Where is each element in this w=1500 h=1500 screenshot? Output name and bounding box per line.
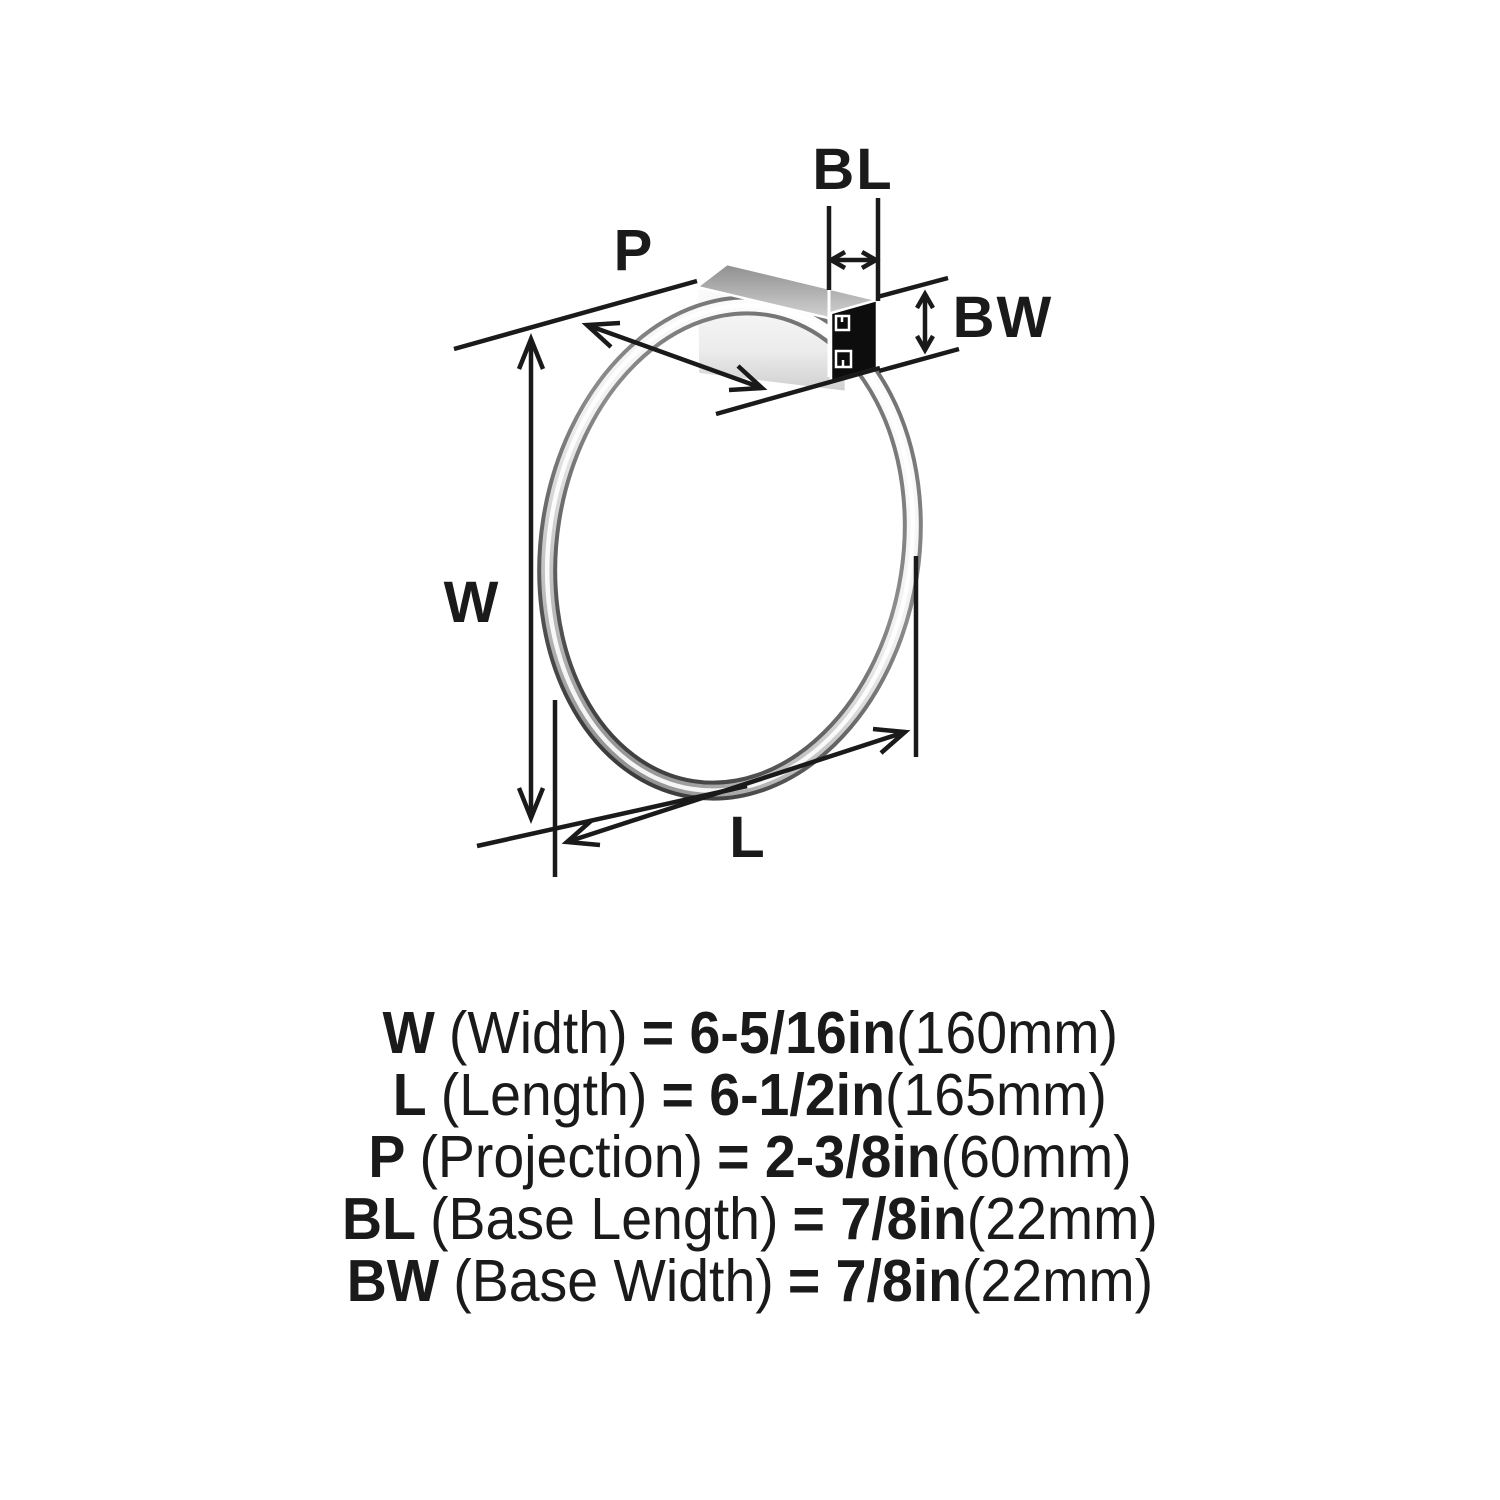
spec-line-length: L (Length) = 6-1/2in (165mm) <box>393 1064 1107 1126</box>
l-arrow-left-icon <box>561 818 601 848</box>
spec-metric: (22mm) <box>962 1248 1154 1314</box>
p-front-extension-line <box>715 365 881 417</box>
spec-metric: (22mm) <box>966 1186 1158 1252</box>
spec-value: = 7/8in <box>787 1248 963 1314</box>
spec-desc: (Projection) <box>419 1124 704 1190</box>
spec-metric: (165mm) <box>885 1062 1108 1128</box>
spec-desc: (Base Width) <box>453 1248 774 1314</box>
spec-value: = 2-3/8in <box>717 1124 941 1190</box>
w-arrow-down-icon <box>516 787 546 825</box>
towel-ring-diagram: P W L BL BW <box>444 137 1054 877</box>
bw-arrow-down-icon <box>915 334 935 355</box>
spec-value-group: = 6-1/2in (165mm) <box>662 1064 1107 1126</box>
mounting-holes-icon <box>834 314 853 369</box>
spec-value: = 7/8in <box>792 1186 967 1252</box>
spec-metric: (160mm) <box>895 1000 1118 1066</box>
spec-metric: (60mm) <box>940 1124 1132 1190</box>
spec-value-group: = 6-5/16in (160mm) <box>642 1002 1118 1064</box>
spec-value-group: = 2-3/8in (60mm) <box>717 1126 1132 1188</box>
label-projection: P <box>614 218 655 283</box>
spec-abbr: L <box>392 1062 427 1128</box>
bl-arrow-left-icon <box>826 250 847 270</box>
towel-ring <box>537 295 923 801</box>
bw-bottom-extension-line <box>878 346 960 374</box>
spec-value: = 6-5/16in <box>641 1000 896 1066</box>
spec-line-projection: P (Projection) = 2-3/8in (60mm) <box>368 1126 1131 1188</box>
bw-top-extension-line <box>876 275 949 300</box>
spec-value-group: = 7/8in (22mm) <box>793 1188 1158 1250</box>
label-length: L <box>729 805 766 870</box>
label-base-length: BL <box>812 137 893 202</box>
l-arrow-right-icon <box>872 726 911 755</box>
p-arrow-upleft-icon <box>581 320 621 349</box>
spec-abbr: BL <box>342 1186 417 1252</box>
spec-line-base-length: BL (Base Length) = 7/8in (22mm) <box>342 1188 1158 1250</box>
spec-value-group: = 7/8in (22mm) <box>788 1250 1153 1312</box>
bl-arrow-right-icon <box>860 250 881 270</box>
bw-arrow-up-icon <box>915 289 935 310</box>
label-width: W <box>444 570 501 635</box>
p-arrow-downright-icon <box>728 364 768 393</box>
dimension-spec-list: W (Width) = 6-5/16in (160mm) L (Length) … <box>0 1002 1500 1312</box>
ring-tube-highlight <box>544 303 916 793</box>
dimension-lines <box>453 198 960 877</box>
spec-desc: (Base Length) <box>430 1186 779 1252</box>
spec-abbr: W <box>382 1000 435 1066</box>
p-dimension-line <box>586 322 763 391</box>
l-dimension-line <box>566 729 906 845</box>
wall-extension-line <box>453 278 698 352</box>
spec-abbr: BW <box>346 1248 440 1314</box>
spec-line-base-width: BW (Base Width) = 7/8in (22mm) <box>347 1250 1153 1312</box>
spec-value: = 6-1/2in <box>661 1062 886 1128</box>
w-arrow-up-icon <box>516 332 546 370</box>
spec-desc: (Length) <box>440 1062 648 1128</box>
spec-abbr: P <box>368 1124 406 1190</box>
spec-line-width: W (Width) = 6-5/16in (160mm) <box>382 1002 1117 1064</box>
label-base-width: BW <box>953 285 1054 350</box>
spec-desc: (Width) <box>448 1000 628 1066</box>
